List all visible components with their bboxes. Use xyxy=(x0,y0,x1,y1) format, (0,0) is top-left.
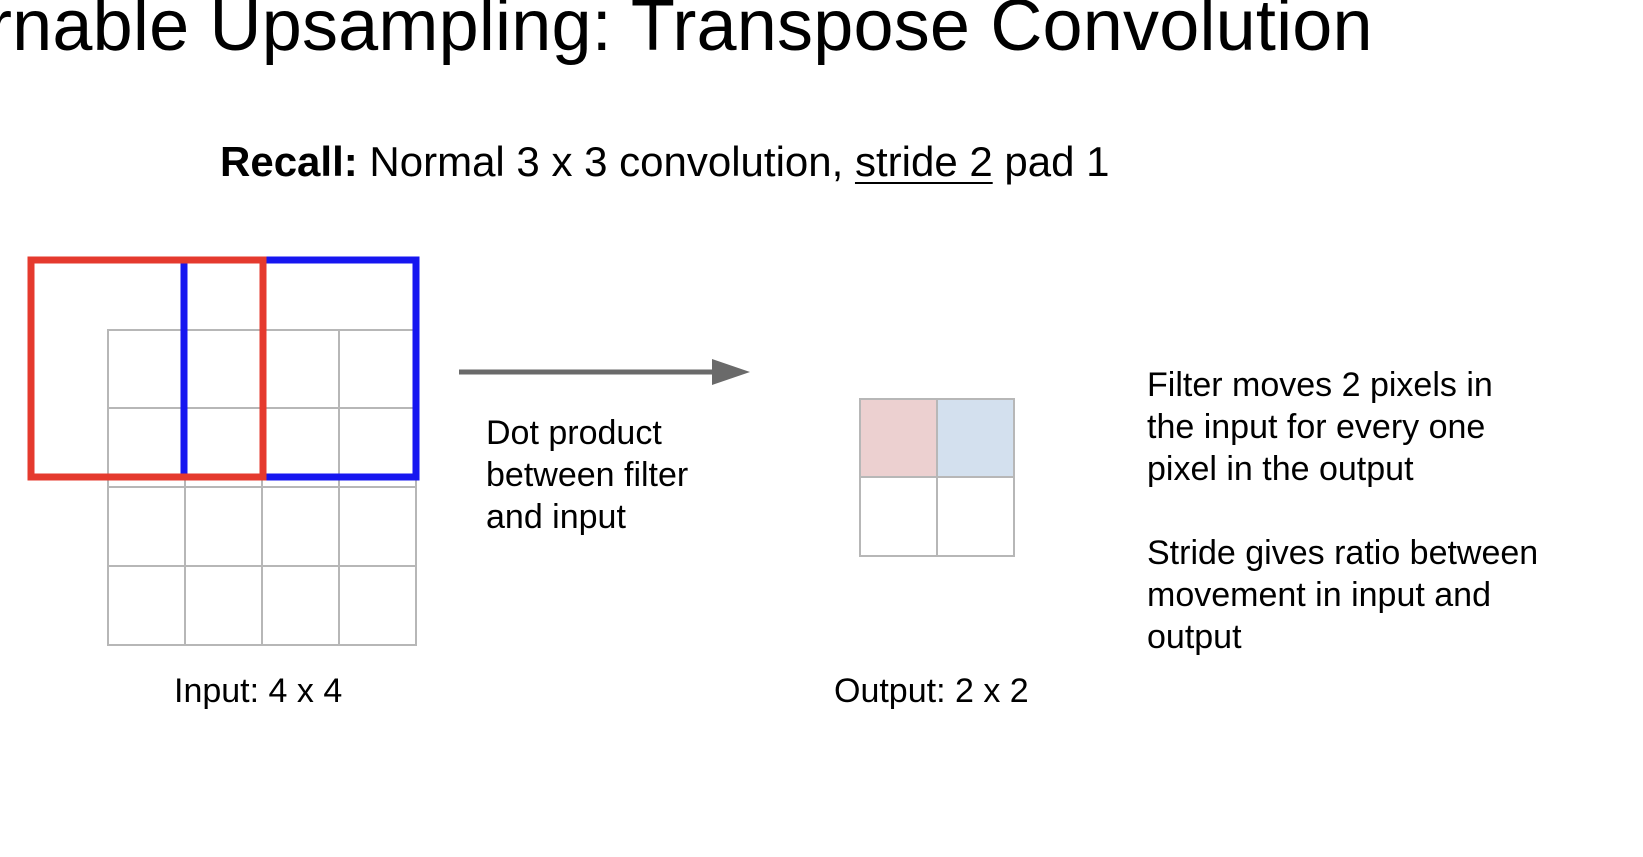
filter-position-1 xyxy=(27,256,267,481)
arrow-icon xyxy=(459,359,750,385)
explanation-line: the input for every one xyxy=(1147,408,1486,446)
explanation-line: movement in input and xyxy=(1147,576,1491,614)
explanation-stride-ratio: Stride gives ratio between movement in i… xyxy=(1147,532,1538,658)
output-grid xyxy=(859,398,1015,557)
explanation-line: output xyxy=(1147,618,1242,656)
explanation-line: pixel in the output xyxy=(1147,450,1414,488)
output-cell-2 xyxy=(937,399,1014,477)
recall-label: Recall: xyxy=(220,138,358,185)
slide-subtitle: Recall: Normal 3 x 3 convolution, stride… xyxy=(220,141,1109,183)
stride-underlined: stride 2 xyxy=(854,138,993,185)
arrow-label: Dot product between filter and input xyxy=(486,412,688,538)
arrow-label-line: between filter xyxy=(486,456,689,494)
output-caption: Output: 2 x 2 xyxy=(834,672,1029,710)
arrow-label-line: and input xyxy=(486,498,626,536)
subtitle-text: Normal 3 x 3 convolution, xyxy=(357,138,855,185)
arrow-label-line: Dot product xyxy=(486,414,662,452)
explanation-filter-moves: Filter moves 2 pixels in the input for e… xyxy=(1147,364,1493,490)
subtitle-pad-text: pad 1 xyxy=(992,138,1110,185)
output-cell-1 xyxy=(860,399,937,477)
slide-title: rnable Upsampling: Transpose Convolution xyxy=(0,0,1373,66)
filter-position-2 xyxy=(180,256,420,481)
input-caption: Input: 4 x 4 xyxy=(174,672,343,710)
explanation-line: Filter moves 2 pixels in xyxy=(1147,366,1493,404)
explanation-line: Stride gives ratio between xyxy=(1147,534,1539,572)
